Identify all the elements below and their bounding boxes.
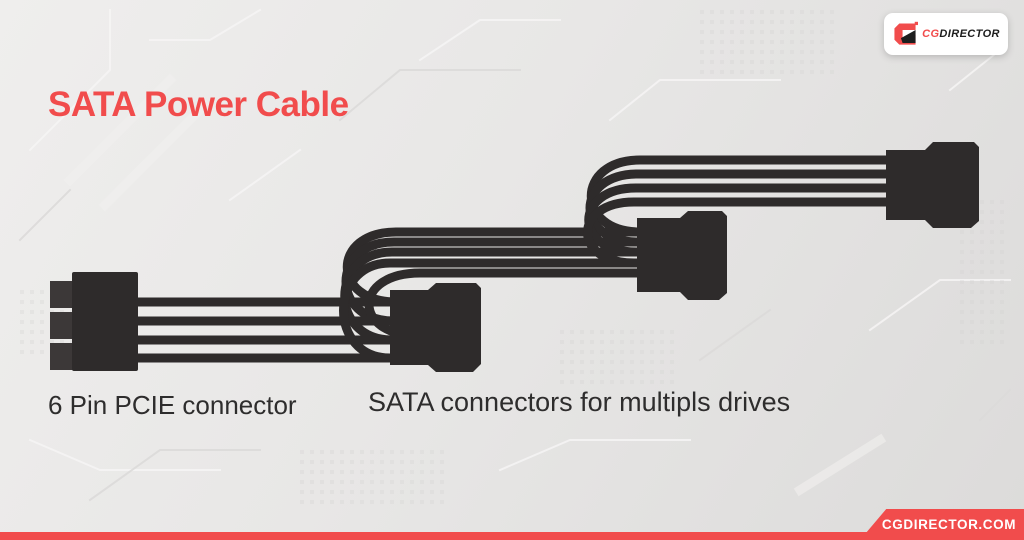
- footer-site-badge: CGDIRECTOR.COM: [860, 509, 1024, 540]
- brand-text-cg: CG: [922, 28, 940, 40]
- footer-accent-strip: [0, 532, 1024, 540]
- page-title: SATA Power Cable: [48, 85, 349, 125]
- pcie-connector: [50, 272, 138, 371]
- cgdirector-g-icon: [894, 21, 919, 45]
- sata-connector-2: [637, 211, 727, 300]
- brand-badge: CGDIRECTOR: [884, 13, 1008, 55]
- pcie-pin: [50, 281, 74, 308]
- sata-connector-1: [390, 283, 481, 372]
- cable-wires: [138, 155, 938, 363]
- pcie-pin: [50, 343, 74, 370]
- brand-wordmark: CGDIRECTOR: [922, 28, 1000, 40]
- brand-text-director: DIRECTOR: [939, 28, 1000, 40]
- footer-site-text: CGDIRECTOR.COM: [881, 517, 1017, 532]
- pcie-pin: [50, 312, 74, 339]
- label-pcie-connector: 6 Pin PCIE connector: [48, 390, 297, 420]
- wire-1: [138, 155, 938, 307]
- label-sata-connectors: SATA connectors for multipls drives: [368, 387, 791, 417]
- wire-4: [138, 197, 938, 363]
- pcie-body: [72, 272, 138, 371]
- wire-2: [138, 169, 938, 326]
- sata-connector-3: [886, 142, 979, 228]
